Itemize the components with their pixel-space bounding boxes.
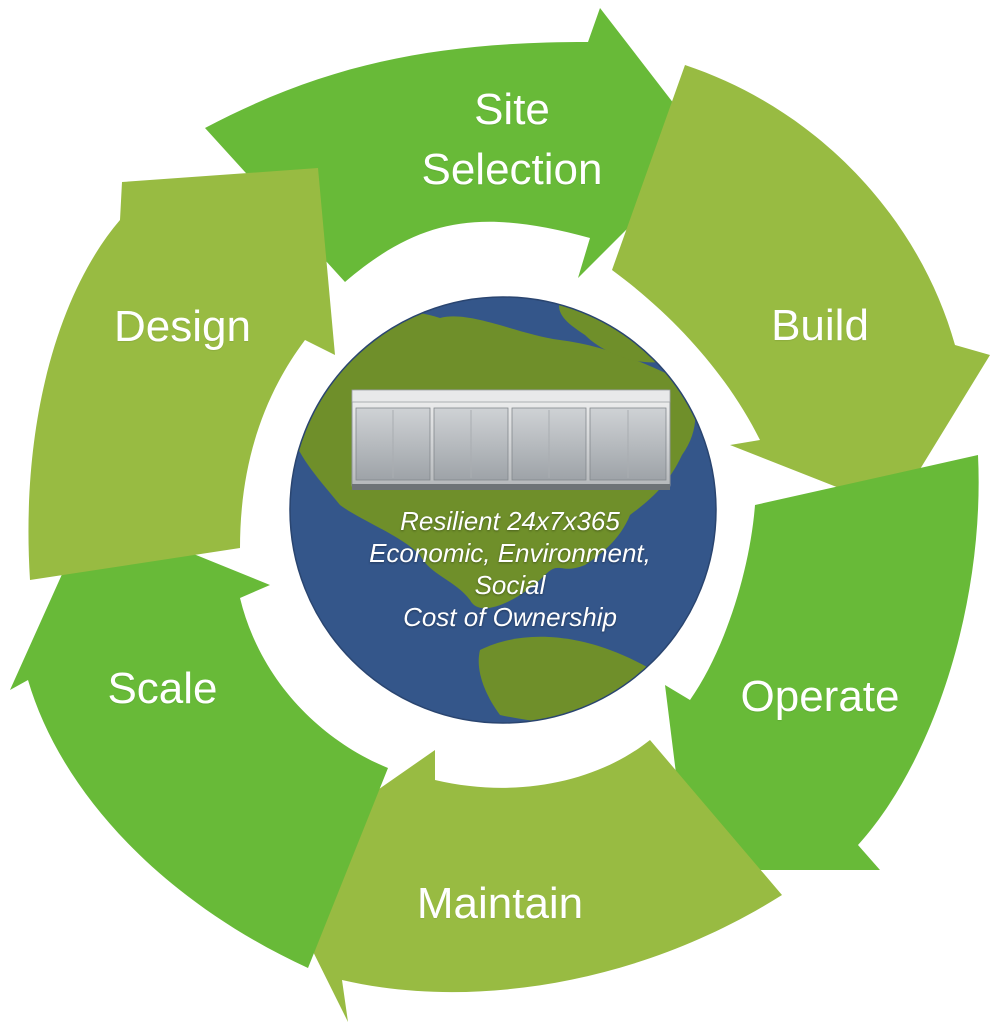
center-line-economic: Economic, Environment,: [369, 538, 651, 568]
label-site-selection: Site Selection: [421, 85, 603, 194]
arrow-site-selection: [205, 8, 708, 282]
label-maintain: Maintain: [416, 879, 584, 928]
center-line-social: Social: [474, 570, 546, 600]
arrow-maintain: [270, 740, 782, 1022]
arrow-design: [28, 168, 335, 580]
center-line-cost: Cost of Ownership: [403, 602, 617, 632]
label-design: Design: [114, 302, 251, 351]
arrow-operate: [665, 455, 979, 870]
arrow-scale: [10, 512, 388, 968]
arrow-build: [612, 65, 990, 510]
label-scale: Scale: [107, 664, 218, 713]
label-operate: Operate: [740, 672, 900, 721]
center-caption: Resilient 24x7x365 Economic, Environment…: [300, 505, 720, 633]
label-build: Build: [771, 301, 869, 350]
center-line-resilient: Resilient 24x7x365: [400, 506, 620, 536]
server-rack-icon: [351, 389, 671, 490]
